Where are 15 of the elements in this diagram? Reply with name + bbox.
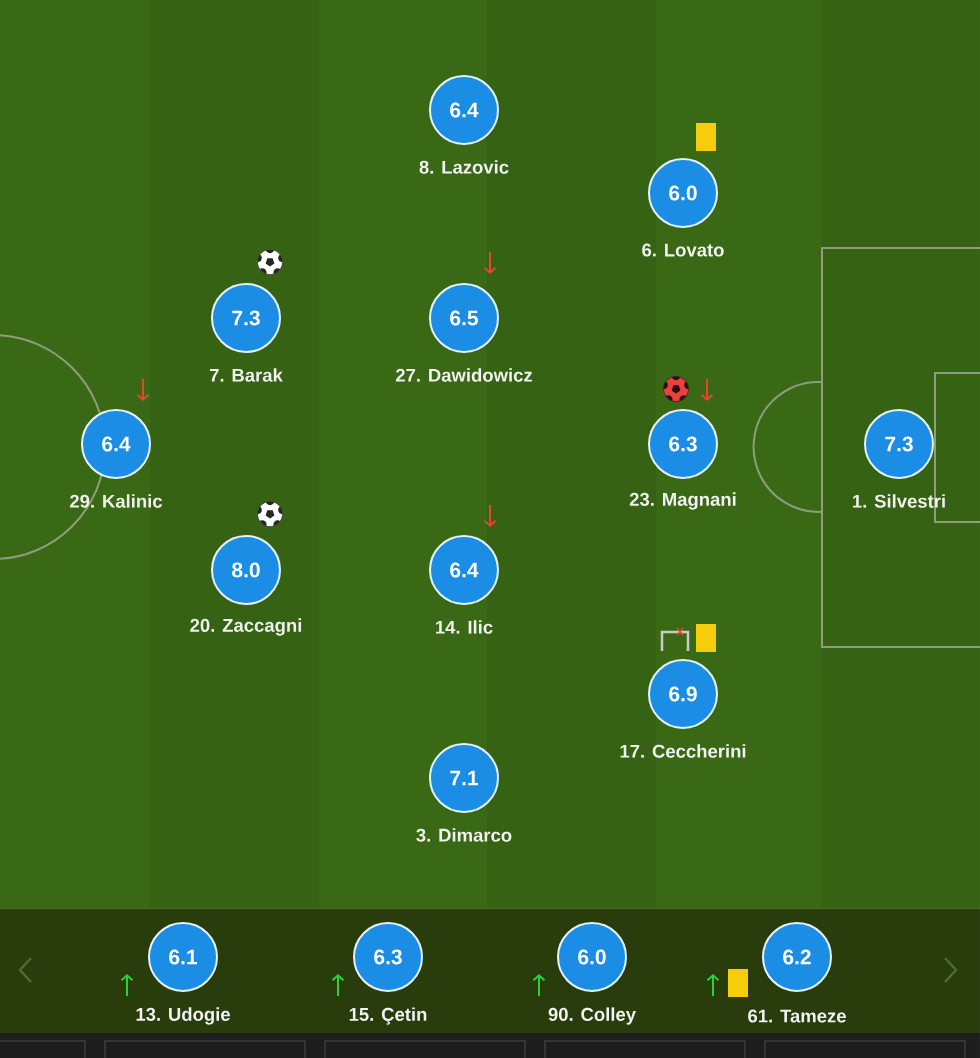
player-name: 17. Ceccherini [620, 744, 746, 758]
player-name: 29. Kalinic [70, 494, 163, 508]
player-name: 27. Dawidowicz [395, 368, 533, 382]
player-name: 23. Magnani [629, 492, 736, 510]
player-name: 20. Zaccagni [190, 618, 302, 636]
player-name: 6. Lovato [642, 243, 724, 257]
player-name: 1. Silvestri [853, 494, 945, 508]
player-name: 13. Udogie [136, 1007, 230, 1025]
player-name: 8. Lazovic [419, 160, 509, 174]
player-name: 3. Dimarco [416, 828, 512, 842]
player-name: 7. Barak [209, 368, 283, 382]
player-name: 61. Tameze [748, 1009, 846, 1023]
player-name: 90. Colley [548, 1007, 636, 1025]
player-name: 14. Ilic [436, 620, 493, 634]
player-name: 15. Çetin [349, 1007, 427, 1025]
